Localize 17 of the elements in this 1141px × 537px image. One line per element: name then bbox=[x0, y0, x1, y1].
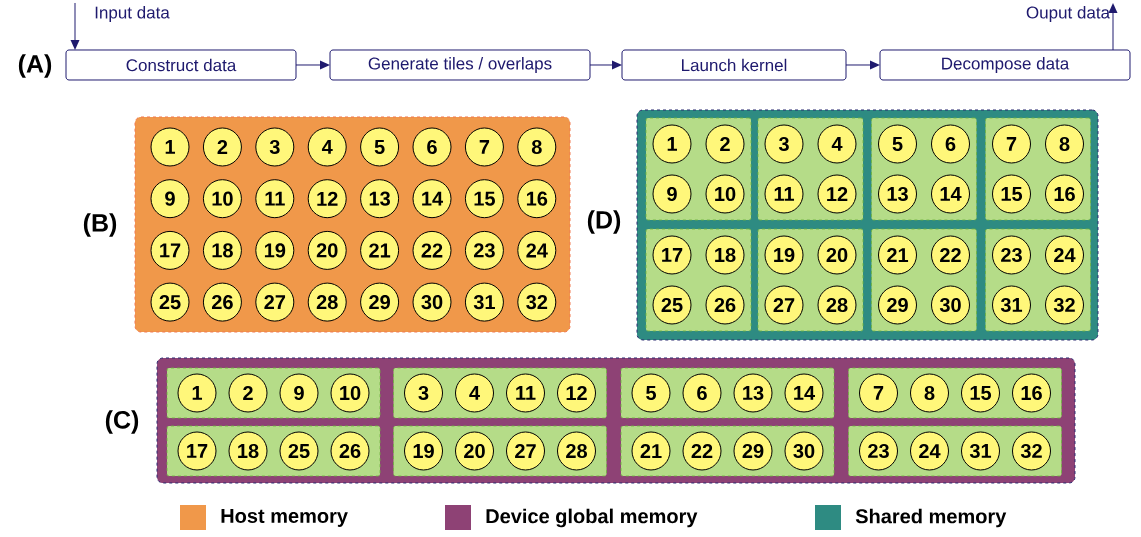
arrow bbox=[295, 60, 330, 70]
panel-label: (C) bbox=[105, 410, 139, 434]
legend-label: Shared memory bbox=[855, 508, 1007, 528]
process-box: Launch kernel bbox=[621, 49, 847, 81]
legend-label: Device global memory bbox=[486, 508, 698, 528]
io-label: Ouput data bbox=[1026, 6, 1111, 22]
io-label: Input data bbox=[95, 6, 170, 22]
legend-label: Host memory bbox=[221, 509, 348, 527]
panel-label: (B) bbox=[83, 213, 117, 237]
panel-label: (D) bbox=[587, 210, 621, 234]
arrow bbox=[589, 60, 622, 70]
arrow bbox=[70, 2, 80, 50]
process-box: Decompose data bbox=[879, 49, 1131, 81]
arrow bbox=[845, 60, 880, 70]
arrow bbox=[1108, 3, 1118, 51]
process-box: Construct data bbox=[65, 49, 297, 81]
process-box: Generate tiles / overlaps bbox=[329, 49, 591, 81]
